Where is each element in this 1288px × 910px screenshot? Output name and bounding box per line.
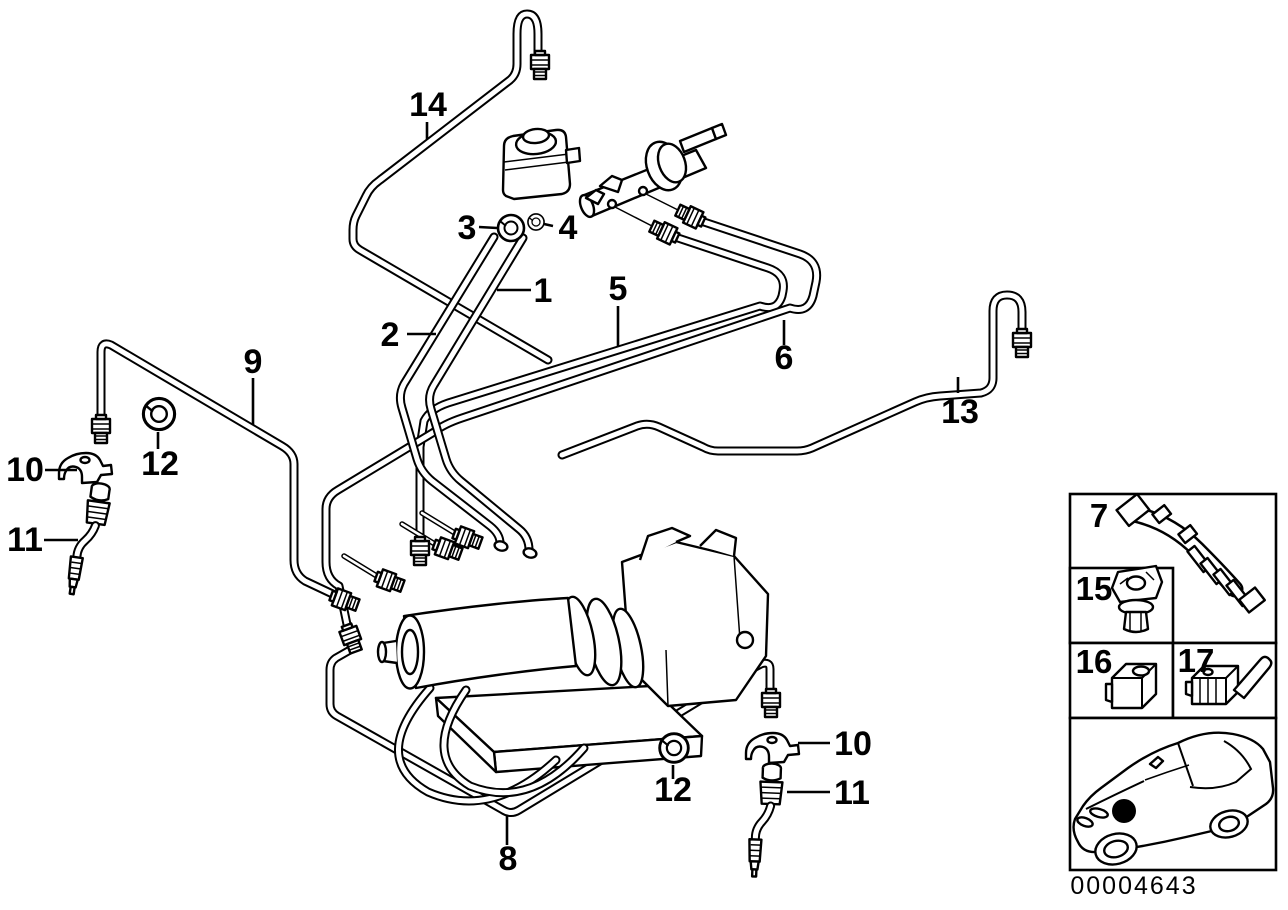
callout-12-bottom[interactable]: 12	[654, 771, 692, 809]
abs-fitting-1	[326, 585, 362, 615]
legend-panel: 7 15 16 17 00004643	[1068, 492, 1278, 900]
legend-label-15[interactable]: 15	[1076, 570, 1113, 607]
seal-ring-3	[496, 213, 526, 243]
abs-hydraulic-unit	[376, 526, 770, 806]
legend-label-7[interactable]: 7	[1090, 497, 1108, 534]
callout-6[interactable]: 6	[775, 339, 794, 377]
master-cylinder	[578, 122, 728, 227]
brake-hose-11-right	[748, 763, 783, 878]
pipe-clip-10-left	[57, 451, 114, 485]
pipe-clip-10-right	[744, 731, 801, 765]
callout-3[interactable]: 3	[458, 209, 477, 247]
diagram-part-number: 00004643	[1070, 872, 1197, 900]
callout-1[interactable]: 1	[534, 272, 553, 310]
pipe-14-fitting	[529, 49, 551, 81]
callout-9[interactable]: 9	[244, 343, 263, 381]
leader-lines	[44, 122, 960, 845]
fluid-reservoir	[501, 127, 582, 201]
callout-11-left[interactable]: 11	[7, 521, 43, 559]
legend-item-15-drawing	[1110, 564, 1164, 634]
grommet-12-bottom	[658, 732, 690, 764]
legend-item-7-drawing	[1115, 492, 1267, 614]
pipe-1-open-end	[522, 547, 538, 559]
master-cyl-fitting-b	[672, 200, 709, 232]
car-location-thumbnail	[1072, 731, 1275, 866]
abs-fitting-3	[409, 535, 431, 567]
callout-11-right[interactable]: 11	[834, 774, 870, 812]
seal-ring-4	[527, 213, 545, 231]
pipe-9-end-fitting	[90, 413, 112, 445]
legend-label-16[interactable]: 16	[1076, 643, 1113, 680]
callout-4[interactable]: 4	[559, 209, 578, 247]
callout-13[interactable]: 13	[941, 393, 979, 431]
callout-14[interactable]: 14	[409, 86, 447, 124]
legend-label-17[interactable]: 17	[1178, 642, 1215, 679]
grommet-12-left	[141, 396, 177, 432]
abs-fitting-2	[371, 566, 407, 596]
location-dot	[1112, 799, 1136, 823]
pipe-8-end-fitting	[760, 687, 782, 719]
legend-item-16-drawing	[1104, 662, 1158, 710]
pipe-13-fitting	[1011, 327, 1033, 359]
pipe-2-open-end	[493, 540, 509, 552]
callout-12-left[interactable]: 12	[141, 445, 179, 483]
callout-2[interactable]: 2	[381, 316, 400, 354]
callout-10-right[interactable]: 10	[834, 725, 872, 763]
brake-pipe-9	[96, 339, 346, 603]
callout-5[interactable]: 5	[609, 270, 628, 308]
legend-item-17-drawing	[1184, 655, 1273, 706]
callout-10-left[interactable]: 10	[6, 451, 44, 489]
callout-8[interactable]: 8	[499, 840, 518, 878]
master-cyl-fitting-a	[646, 216, 683, 248]
